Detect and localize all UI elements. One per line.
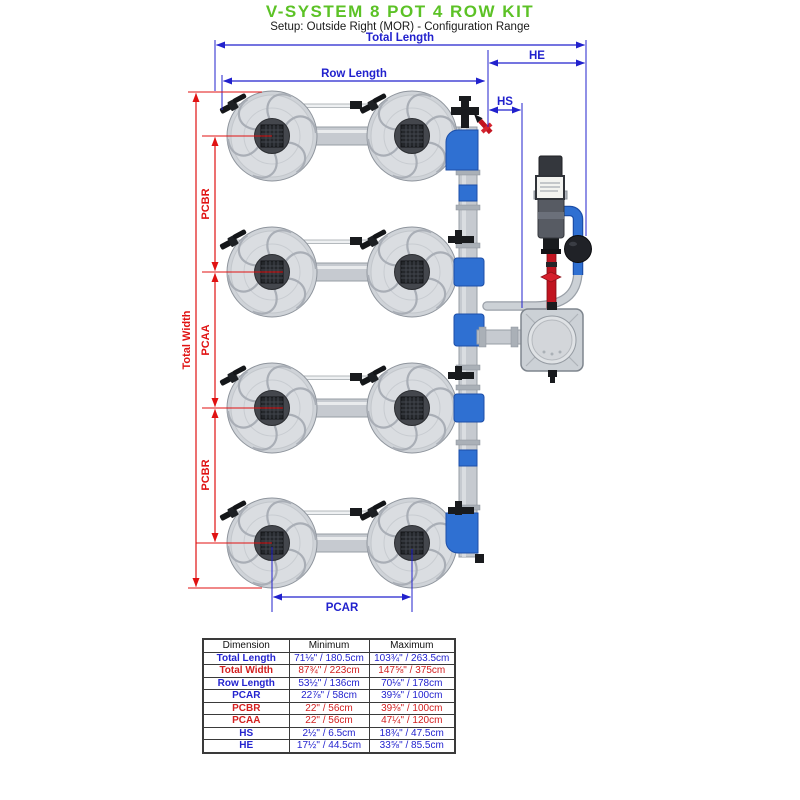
pump-assembly bbox=[482, 155, 592, 312]
total-width-label: Total Width bbox=[181, 310, 193, 369]
min-value: 17½" / 44.5cm bbox=[288, 739, 370, 753]
blue-segment bbox=[458, 184, 478, 202]
col-header-maximum: Maximum bbox=[368, 638, 456, 653]
table-row-total-width: Total Width 87¾" / 223cm 147⅝" / 375cm bbox=[202, 664, 456, 678]
table-row-row-length: Row Length 53½" / 136cm 70⅛" / 178cm bbox=[202, 676, 456, 690]
max-value: 103¾" / 263.5cm bbox=[368, 651, 456, 665]
table-row-pcaa: PCAA 22" / 56cm 47¼" / 120cm bbox=[202, 714, 456, 728]
pot bbox=[357, 494, 459, 592]
lid-dots bbox=[542, 350, 562, 356]
pcbr-top-label: PCBR bbox=[200, 188, 212, 219]
reservoir-feed-pipe bbox=[476, 326, 522, 348]
blue-dimensions: Total Length Row Length HE HS PCAR bbox=[214, 32, 587, 614]
controller-box bbox=[538, 155, 563, 179]
standpipe-band bbox=[546, 262, 557, 267]
tank-drain-tip bbox=[550, 377, 555, 383]
dimension-name: Total Width bbox=[202, 664, 290, 678]
tube-fitting bbox=[350, 373, 362, 381]
shutoff-valve bbox=[448, 230, 474, 244]
table-row-hs: HS 2½" / 6.5cm 18¾" / 47.5cm bbox=[202, 726, 456, 740]
min-value: 22" / 56cm bbox=[288, 714, 370, 728]
return-hose-fill bbox=[483, 266, 582, 310]
table-row-pcbr: PCBR 22" / 56cm 39⅜" / 100cm bbox=[202, 701, 456, 715]
max-value: 47¼" / 120cm bbox=[368, 714, 456, 728]
ball-valve bbox=[564, 235, 592, 263]
dimension-name: PCAA bbox=[202, 714, 290, 728]
elbow-fitting-bottom bbox=[445, 512, 479, 554]
ball-valve-highlight bbox=[569, 241, 577, 247]
tee-fitting bbox=[453, 257, 485, 287]
min-value: 87¾" / 223cm bbox=[288, 664, 370, 678]
tank-lid-inner bbox=[531, 319, 573, 361]
min-value: 22⅞" / 58cm bbox=[288, 689, 370, 703]
dimension-name: Total Length bbox=[202, 651, 290, 665]
pcbr-bottom-label: PCBR bbox=[200, 459, 212, 490]
max-value: 70⅛" / 178cm bbox=[368, 676, 456, 690]
screen-lines bbox=[540, 182, 560, 192]
col-header-dimension: Dimension bbox=[202, 638, 290, 653]
shutoff-valve bbox=[451, 96, 479, 128]
max-value: 18¾" / 47.5cm bbox=[368, 726, 456, 740]
table-row-he: HE 17½" / 44.5cm 33⅝" / 85.5cm bbox=[202, 739, 456, 753]
he-label: HE bbox=[529, 50, 545, 62]
blue-segment bbox=[458, 449, 478, 467]
page-subtitle: Setup: Outside Right (MOR) - Configurati… bbox=[270, 21, 530, 33]
red-dimensions: Total Width PCBR PCAA PCBR bbox=[181, 91, 283, 589]
dimension-name: HS bbox=[202, 726, 290, 740]
page-title: V-SYSTEM 8 POT 4 ROW KIT bbox=[265, 2, 535, 21]
table-row-pcar: PCAR 22⅞" / 58cm 39⅜" / 100cm bbox=[202, 689, 456, 703]
end-cap bbox=[475, 554, 484, 563]
pump-outlet-collar bbox=[541, 249, 561, 254]
sprayer-icon bbox=[473, 113, 493, 135]
tube-fitting bbox=[350, 101, 362, 109]
shutoff-valve bbox=[448, 501, 474, 515]
manifold bbox=[445, 96, 493, 563]
tank-inlet bbox=[547, 302, 557, 310]
dimension-name: PCBR bbox=[202, 701, 290, 715]
table-header-row: Dimension Minimum Maximum bbox=[202, 638, 456, 653]
elbow-fitting-top bbox=[445, 129, 479, 171]
pcar-label: PCAR bbox=[326, 602, 359, 614]
pot bbox=[357, 87, 459, 185]
max-value: 39⅜" / 100cm bbox=[368, 689, 456, 703]
max-value: 39⅜" / 100cm bbox=[368, 701, 456, 715]
shutoff-valve bbox=[448, 366, 474, 380]
pot bbox=[357, 223, 459, 321]
col-header-minimum: Minimum bbox=[288, 638, 370, 653]
dimension-name: HE bbox=[202, 739, 290, 753]
pot-row-1 bbox=[217, 87, 473, 185]
pot bbox=[357, 359, 459, 457]
row-length-label: Row Length bbox=[321, 68, 387, 80]
valve-handle bbox=[540, 271, 562, 283]
min-value: 53½" / 136cm bbox=[288, 676, 370, 690]
tee-fitting bbox=[453, 393, 485, 423]
min-value: 2½" / 6.5cm bbox=[288, 726, 370, 740]
pcaa-label: PCAA bbox=[200, 324, 212, 355]
dimension-table: Dimension Minimum Maximum Total Length 7… bbox=[202, 638, 456, 754]
table-row-total-length: Total Length 71⅛" / 180.5cm 103¾" / 263.… bbox=[202, 651, 456, 665]
tube-fitting bbox=[350, 237, 362, 245]
tube-fitting bbox=[350, 508, 362, 516]
dimension-name: Row Length bbox=[202, 676, 290, 690]
tank-drain bbox=[548, 370, 557, 377]
total-length-label: Total Length bbox=[366, 32, 434, 44]
max-value: 33⅝" / 85.5cm bbox=[368, 739, 456, 753]
hs-label: HS bbox=[497, 96, 513, 108]
max-value: 147⅝" / 375cm bbox=[368, 664, 456, 678]
pump-band bbox=[538, 212, 564, 219]
min-value: 22" / 56cm bbox=[288, 701, 370, 715]
min-value: 71⅛" / 180.5cm bbox=[288, 651, 370, 665]
dimension-name: PCAR bbox=[202, 689, 290, 703]
reservoir-tank bbox=[520, 302, 584, 383]
